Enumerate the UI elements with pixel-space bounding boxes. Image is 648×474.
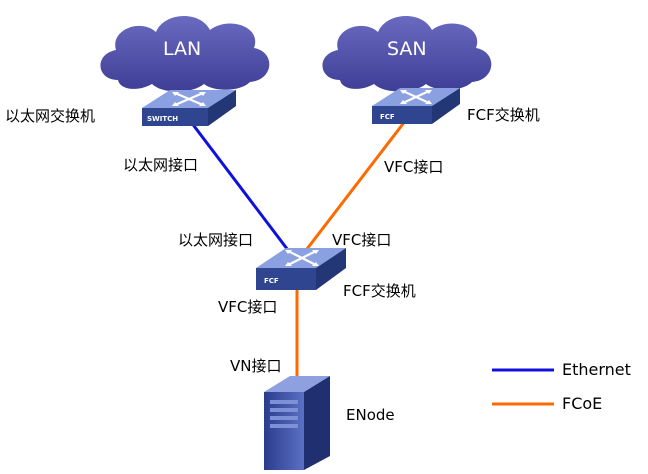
lan-cloud-label: LAN bbox=[163, 38, 202, 60]
fcf-top-port-label: VFC接口 bbox=[384, 158, 444, 176]
ethernet-switch-label: 以太网交换机 bbox=[5, 107, 96, 125]
fcf-top-badge: FCF bbox=[380, 113, 395, 121]
fcf-middle-switch-icon: FCF bbox=[256, 248, 346, 290]
fcf-mid-vfc-down-label: VFC接口 bbox=[218, 298, 278, 316]
switch-badge: SWITCH bbox=[147, 115, 178, 123]
enode-label: ENode bbox=[346, 406, 395, 424]
fcf-middle-badge: FCF bbox=[264, 277, 279, 285]
ethernet-switch-icon: SWITCH bbox=[142, 90, 236, 126]
fcf-top-switch-icon: FCF bbox=[372, 88, 460, 124]
server-icon bbox=[264, 376, 330, 470]
fcf-mid-vfc-up-label: VFC接口 bbox=[332, 231, 392, 249]
enode-port-label: VN接口 bbox=[230, 357, 282, 375]
san-cloud-label: SAN bbox=[387, 38, 427, 60]
legend-ethernet-label: Ethernet bbox=[562, 360, 631, 379]
fcf-mid-eth-port-label: 以太网接口 bbox=[178, 231, 254, 249]
ethernet-switch-port-label: 以太网接口 bbox=[123, 156, 199, 174]
fcoe-link-top bbox=[295, 115, 411, 263]
legend-fcoe-label: FCoE bbox=[562, 394, 603, 413]
san-cloud-icon bbox=[322, 15, 492, 92]
lan-cloud-icon bbox=[100, 15, 270, 92]
ethernet-link bbox=[186, 117, 299, 263]
fcf-middle-switch-label: FCF交换机 bbox=[343, 282, 416, 300]
fcf-top-switch-label: FCF交换机 bbox=[467, 106, 540, 124]
